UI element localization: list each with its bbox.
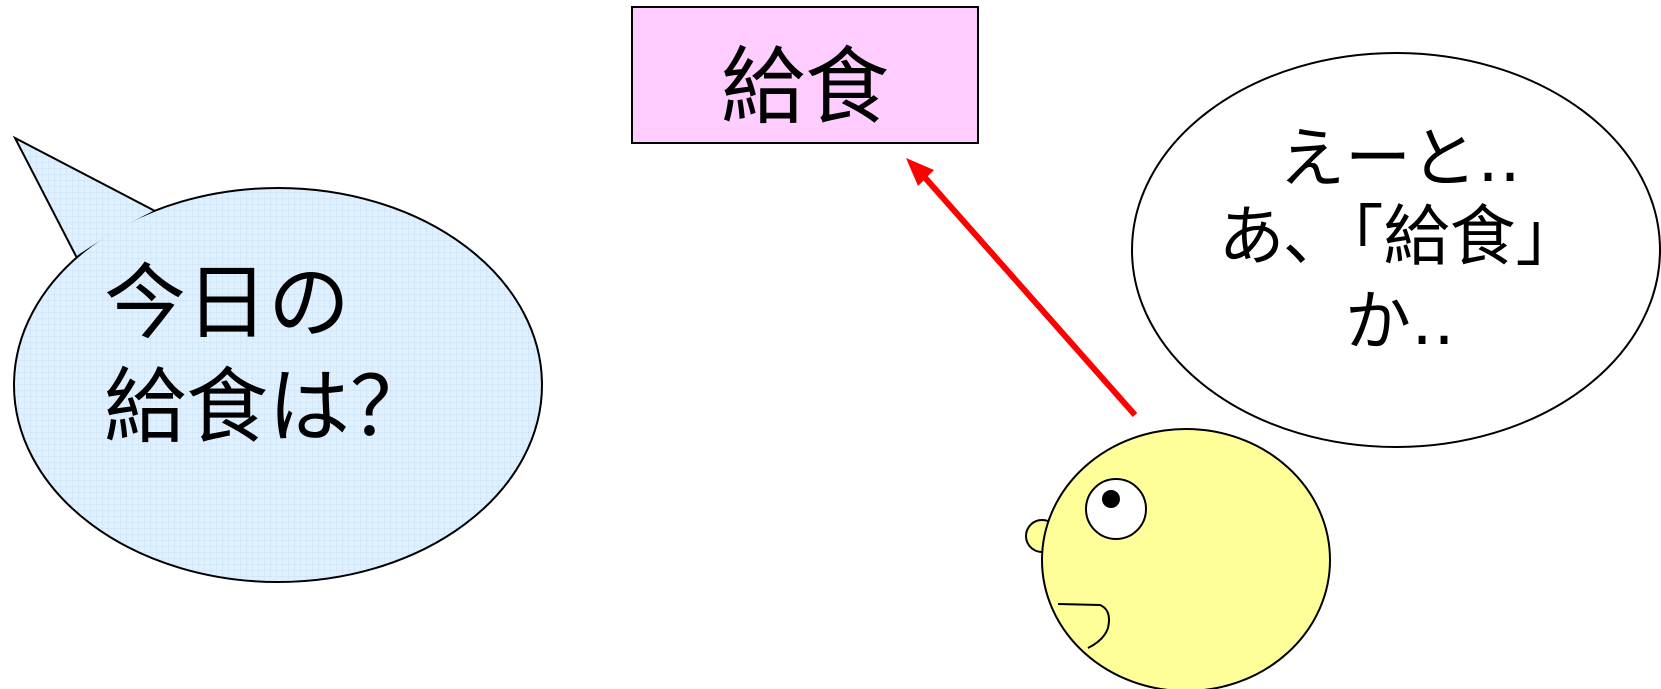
- arrow: [906, 158, 1138, 417]
- question-line-2: 給食は？: [104, 360, 433, 455]
- question-speech-bubble: [12, 135, 543, 583]
- answer-line-2: あ､「給食」: [1218, 198, 1582, 275]
- character-mouth: [1057, 603, 1110, 649]
- character-pupil: [1102, 490, 1120, 508]
- character-eye: [1085, 478, 1147, 540]
- question-line-1: 今日の: [104, 256, 351, 351]
- character-head: [1025, 428, 1331, 689]
- answer-line-1: えーと‥: [1278, 120, 1522, 197]
- answer-line-3: か‥: [1344, 283, 1456, 360]
- word-box: [631, 6, 979, 144]
- answer-speech-bubble: [1131, 52, 1661, 448]
- word-box-label: 給食: [720, 38, 889, 136]
